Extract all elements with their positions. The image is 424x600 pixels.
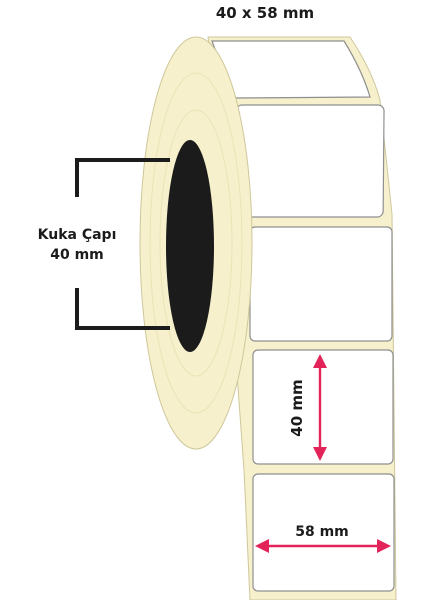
width-label: 58 mm: [295, 524, 349, 540]
width-arrow: [255, 539, 391, 553]
label-4: [252, 349, 394, 465]
core-bracket: [75, 158, 170, 330]
label-sheets: [211, 40, 395, 592]
height-arrow: [313, 354, 327, 461]
core-hole: [166, 140, 214, 352]
label-1: [211, 40, 371, 99]
height-label: 40 mm: [288, 379, 306, 436]
core-label-line1: Kuka Çapı: [38, 227, 117, 243]
core-label-line2: 40 mm: [50, 247, 104, 263]
label-5: [252, 473, 395, 592]
label-2: [234, 104, 385, 218]
size-title: 40 x 58 mm: [216, 4, 314, 22]
label-3: [249, 226, 393, 342]
